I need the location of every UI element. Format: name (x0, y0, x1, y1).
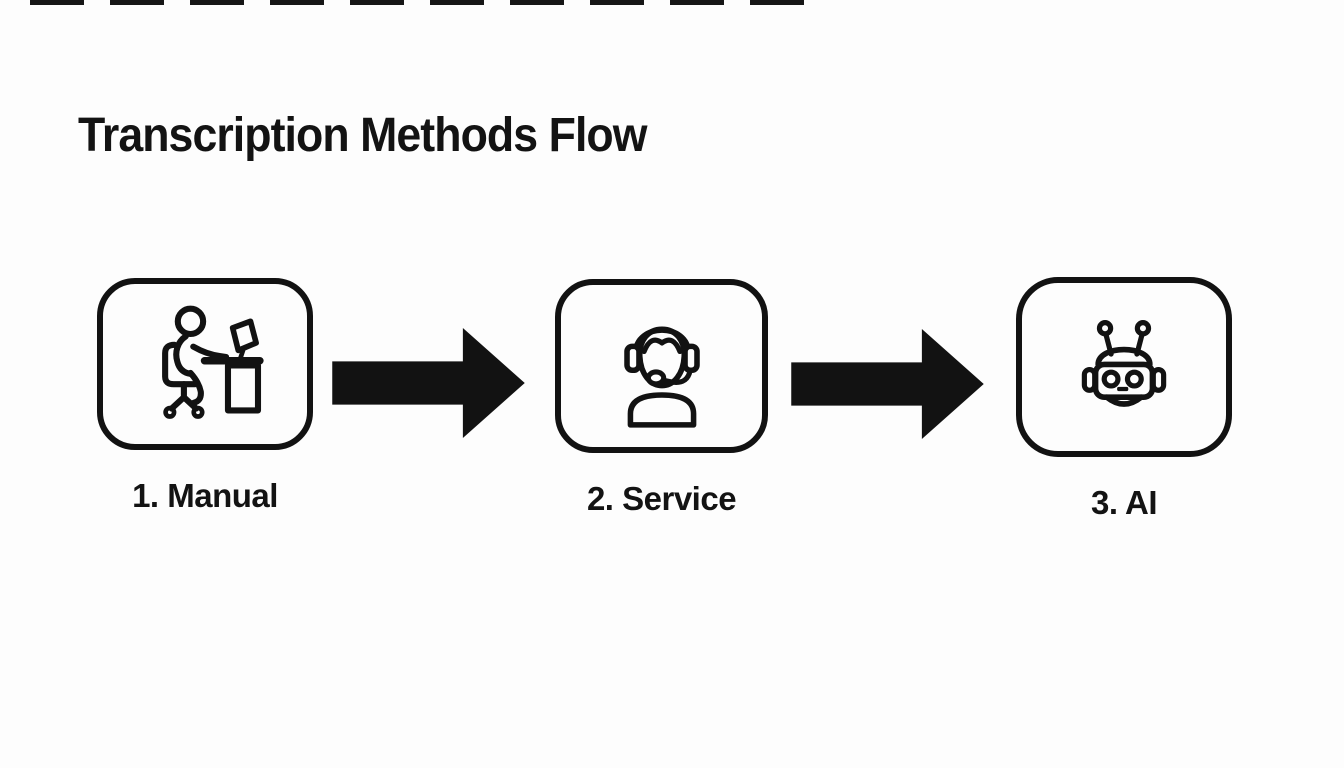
arrow-right-icon (790, 329, 985, 439)
arrow-right-icon (332, 328, 525, 438)
flow-step-ai: 3. AI (1016, 277, 1232, 522)
cropped-text-artifact (30, 0, 822, 5)
support-agent-icon (606, 302, 718, 430)
step-label-service: 2. Service (586, 480, 737, 517)
person-at-desk-icon (146, 296, 264, 432)
flow-step-service: 2. Service (555, 279, 768, 518)
step-label-manual: 1. Manual (132, 477, 278, 514)
step-label-ai: 3. AI (1091, 484, 1157, 521)
robot-icon (1068, 311, 1180, 423)
page-title: Transcription Methods Flow (78, 109, 647, 163)
step-box (555, 279, 768, 453)
flow-step-manual: 1. Manual (97, 278, 313, 515)
step-box (97, 278, 313, 450)
step-box (1016, 277, 1232, 457)
